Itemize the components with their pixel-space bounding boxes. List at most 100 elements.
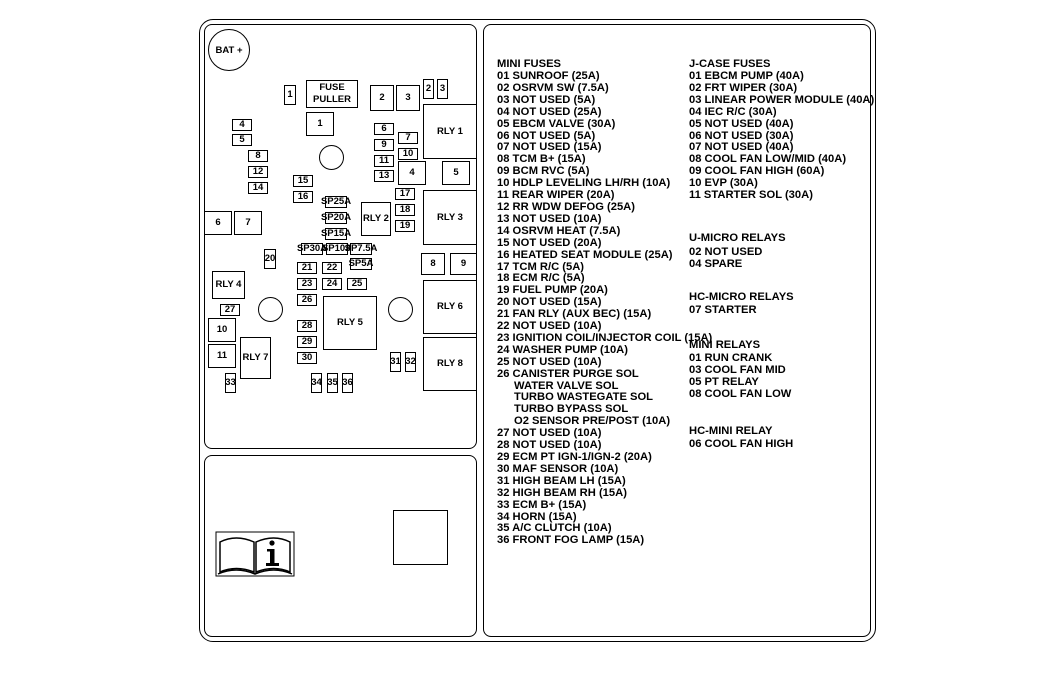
fuse-3: 3 (396, 85, 420, 111)
relay-6: RLY 6 (423, 280, 477, 334)
legend-entry: 30 MAF SENSOR (10A) (497, 462, 619, 475)
legend-entry: 22 NOT USED (10A) (497, 320, 602, 333)
fuse-35: 35 (327, 373, 338, 393)
legend-entry: 11 STARTER SOL (30A) (689, 189, 813, 202)
fuse-11s: 11 (374, 155, 394, 167)
legend-entry: 06 COOL FAN HIGH (689, 438, 794, 450)
fuse-19: 19 (395, 220, 415, 232)
legend-entry: 09 BCM RVC (5A) (497, 165, 590, 178)
fuse-1a: 1 (284, 85, 296, 105)
fuse-box-outline (199, 19, 876, 642)
legend-entry: 13 NOT USED (10A) (497, 212, 602, 225)
legend-entry: 15 NOT USED (20A) (497, 236, 602, 249)
relay-8: RLY 8 (423, 337, 477, 391)
spare-fuse-20a: SP20A (320, 212, 352, 224)
legend-entry: 03 NOT USED (5A) (497, 93, 596, 106)
relay-4: RLY 4 (212, 271, 245, 299)
fuse-13: 13 (374, 170, 394, 182)
fuse-16: 16 (293, 191, 313, 203)
legend-panel (483, 24, 871, 637)
fuse-33: 33 (225, 373, 236, 393)
legend-entry: 27 NOT USED (10A) (497, 427, 602, 440)
fuse-31: 31 (390, 352, 401, 372)
legend-entry: 04 IEC R/C (30A) (689, 105, 777, 118)
fuse-17: 17 (395, 188, 415, 200)
legend-entry: 04 SPARE (689, 257, 743, 270)
relay-5: RLY 5 (323, 296, 377, 350)
owner-manual-info-icon (215, 531, 295, 577)
fuse-2: 2 (370, 85, 394, 111)
spare-fuse-7-5a: SP7.5A (344, 243, 378, 255)
legend-entry: 11 REAR WIPER (20A) (497, 189, 615, 202)
legend-entry: 10 HDLP LEVELING LH/RH (10A) (497, 177, 671, 190)
fuse-36: 36 (342, 373, 353, 393)
legend-entry: 08 TCM B+ (15A) (497, 153, 586, 166)
jcase-fuses-title: J-CASE FUSES (689, 58, 771, 70)
fuse-9s: 9 (374, 139, 394, 151)
fuse-puller: FUSE PULLER (306, 80, 358, 108)
spare-fuse-25a: SP25A (320, 196, 352, 208)
fuse-12: 12 (248, 166, 268, 178)
legend-entry: 35 A/C CLUTCH (10A) (497, 522, 612, 535)
legend-entry: 05 PT RELAY (689, 375, 759, 388)
fuse-20: 20 (264, 249, 276, 269)
legend-entry: 06 NOT USED (30A) (689, 129, 794, 142)
legend-entry: 25 NOT USED (10A) (497, 355, 602, 368)
fuse-8s: 8 (421, 253, 445, 275)
legend-entry: O2 SENSOR PRE/POST (10A) (514, 415, 671, 428)
legend-entry: 31 HIGH BEAM LH (15A) (497, 474, 626, 487)
fuse-27: 27 (220, 304, 240, 316)
legend-entry: 12 RR WDW DEFOG (25A) (497, 200, 635, 213)
legend-entry: 21 FAN RLY (AUX BEC) (15A) (497, 308, 652, 321)
legend-entry: 07 STARTER (689, 304, 757, 316)
fuse-34: 34 (311, 373, 322, 393)
relay-7: RLY 7 (240, 337, 271, 379)
fuse-4s: 4 (398, 161, 426, 185)
legend-entry: 32 HIGH BEAM RH (15A) (497, 486, 627, 499)
info-label-area (393, 510, 448, 565)
legend-entry: TURBO WASTEGATE SOL (514, 391, 654, 404)
fuse-7: 7 (234, 211, 262, 235)
mini-fuses-title: MINI FUSES (497, 58, 562, 70)
fuse-11: 11 (208, 344, 236, 368)
fuse-25: 25 (347, 278, 367, 290)
fuse-8: 8 (248, 150, 268, 162)
legend-entry: 36 FRONT FOG LAMP (15A) (497, 534, 645, 547)
battery-terminal: BAT + (208, 29, 250, 71)
fuse-6s: 6 (374, 123, 394, 135)
fuse-1b: 1 (306, 112, 334, 136)
legend-entry: 33 ECM B+ (15A) (497, 498, 587, 511)
legend-entry: 09 COOL FAN HIGH (60A) (689, 165, 825, 178)
fuse-32: 32 (405, 352, 416, 372)
fuse-23: 23 (297, 278, 317, 290)
fuse-29: 29 (297, 336, 317, 348)
legend-entry: 23 IGNITION COIL/INJECTOR COIL (15A) (497, 331, 713, 344)
fuse-5: 5 (232, 134, 252, 146)
battery-terminal-label: BAT + (215, 44, 243, 56)
legend-entry: 05 NOT USED (40A) (689, 117, 794, 130)
spare-fuse-5a: SP5A (348, 258, 374, 270)
fuse-4: 4 (232, 119, 252, 131)
legend-entry: 26 CANISTER PURGE SOL (497, 367, 639, 380)
legend-entry: 24 WASHER PUMP (10A) (497, 343, 628, 356)
fuse-28: 28 (297, 320, 317, 332)
legend-entry: 03 LINEAR POWER MODULE (40A) (689, 93, 875, 106)
u-micro-relays-title: U-MICRO RELAYS (689, 232, 786, 244)
hc-mini-relay-title: HC-MINI RELAY (689, 425, 773, 437)
fuse-6: 6 (204, 211, 232, 235)
legend-entry: 02 OSRVM SW (7.5A) (497, 81, 609, 94)
mount-hole (388, 297, 413, 322)
fuse-5s: 5 (442, 161, 470, 185)
fuse-2-small: 2 (423, 79, 434, 99)
fuse-26: 26 (297, 294, 317, 306)
fuse-15: 15 (293, 175, 313, 187)
legend-entry: 08 COOL FAN LOW/MID (40A) (689, 153, 847, 166)
spare-fuse-30a: SP30A (296, 243, 328, 255)
legend-entry: 17 TCM R/C (5A) (497, 260, 585, 273)
legend-entry: WATER VALVE SOL (514, 379, 619, 392)
relay-1: RLY 1 (423, 104, 477, 159)
legend-entry: 18 ECM R/C (5A) (497, 272, 585, 285)
spare-fuse-15a: SP15A (320, 228, 352, 240)
legend-entry: 08 COOL FAN LOW (689, 387, 792, 400)
legend-entry: 02 NOT USED (689, 246, 763, 258)
